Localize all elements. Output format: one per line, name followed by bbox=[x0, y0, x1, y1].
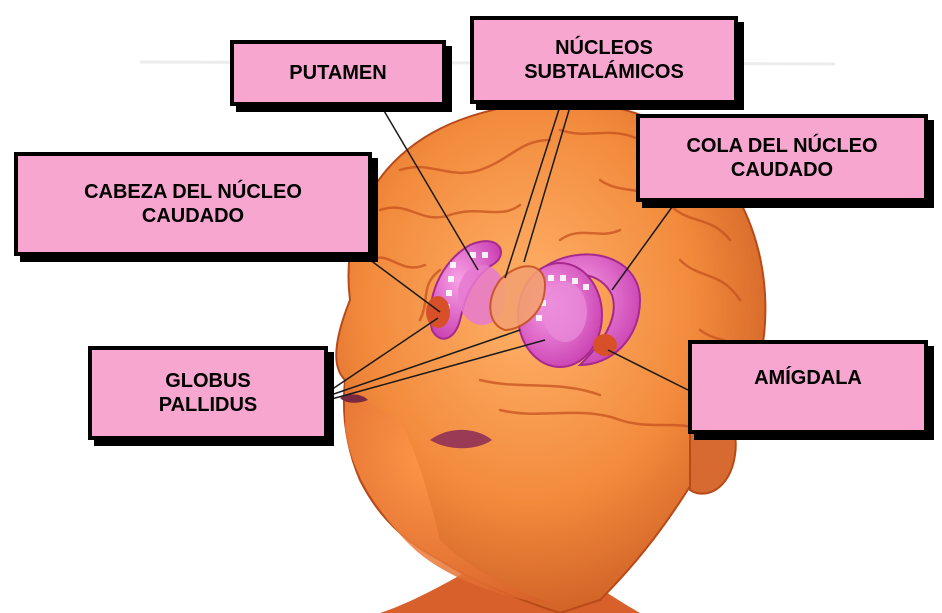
label-globus-pallidus: GLOBUS PALLIDUS bbox=[88, 346, 328, 440]
label-cola-nucleo-caudado: COLA DEL NÚCLEO CAUDADO bbox=[636, 114, 928, 202]
label-cabeza-nucleo-caudado-text: CABEZA DEL NÚCLEO CAUDADO bbox=[84, 180, 302, 228]
label-nucleos-subtalamicos-text: NÚCLEOS SUBTALÁMICOS bbox=[524, 36, 684, 84]
label-putamen-text: PUTAMEN bbox=[289, 61, 386, 85]
label-cola-nucleo-caudado-text: COLA DEL NÚCLEO CAUDADO bbox=[686, 134, 877, 182]
label-cabeza-nucleo-caudado: CABEZA DEL NÚCLEO CAUDADO bbox=[14, 152, 372, 256]
label-globus-pallidus-text: GLOBUS PALLIDUS bbox=[159, 369, 258, 417]
label-amigdala-text: AMÍGDALA bbox=[754, 366, 862, 390]
label-nucleos-subtalamicos: NÚCLEOS SUBTALÁMICOS bbox=[470, 16, 738, 104]
label-amigdala: AMÍGDALA bbox=[688, 340, 928, 434]
thalamus-structure bbox=[543, 282, 587, 342]
label-putamen: PUTAMEN bbox=[230, 40, 446, 106]
